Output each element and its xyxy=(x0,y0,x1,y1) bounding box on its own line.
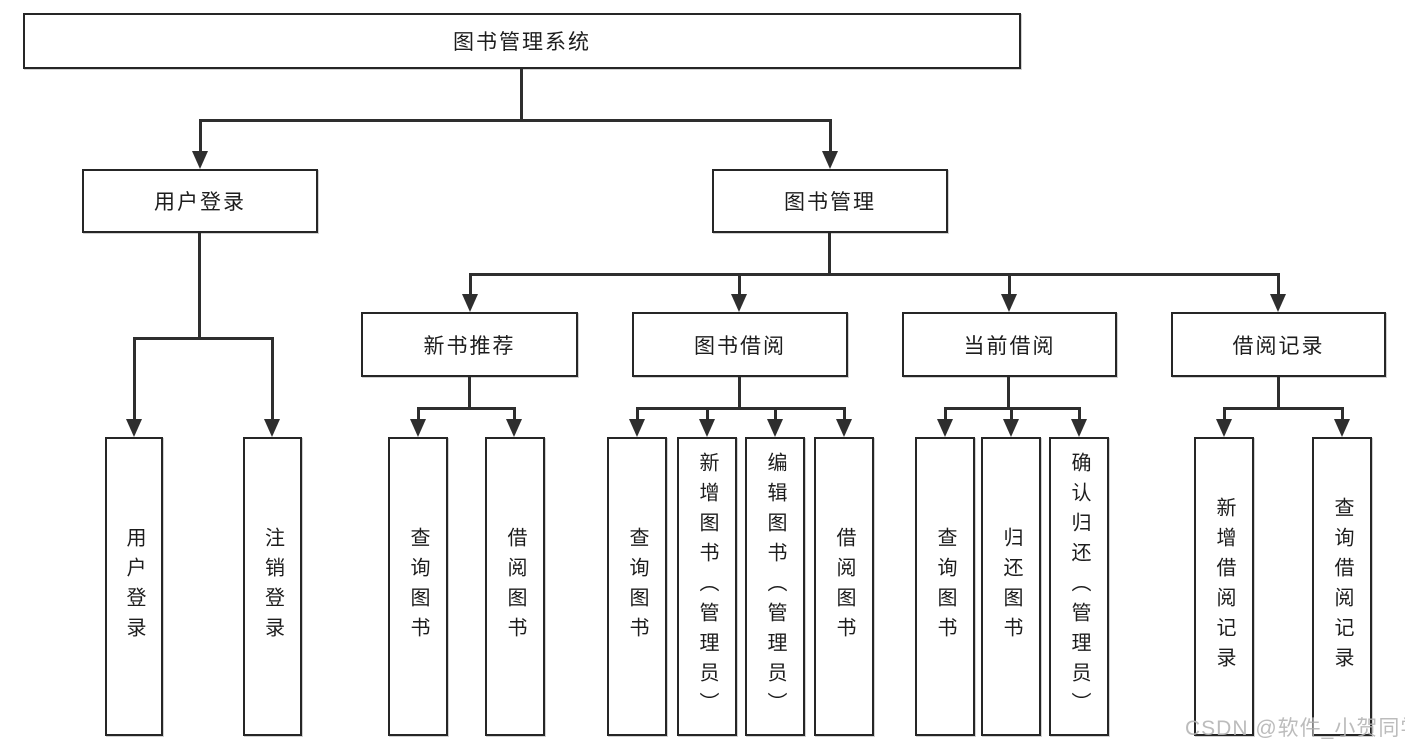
arrowhead-bb-query xyxy=(629,419,645,437)
leaf-bookborrow-borrow-books: 借阅图书 xyxy=(814,437,874,736)
leaf-bookborrow-edit-books-admin-label: 编辑图书（管理员） xyxy=(764,451,786,722)
leaf-record-query-borrow-record: 查询借阅记录 xyxy=(1312,437,1372,736)
leaf-record-add-borrow-record: 新增借阅记录 xyxy=(1194,437,1254,736)
connector-drop-bb-query xyxy=(636,407,639,419)
connector-drop-book-mgmt xyxy=(829,119,832,151)
arrowhead-cb-confirm xyxy=(1071,419,1087,437)
connector-borrow-record-rail xyxy=(1224,407,1343,410)
arrowhead-nb-borrow xyxy=(506,419,522,437)
arrowhead-leaf-logout xyxy=(264,419,280,437)
node-borrow-record: 借阅记录 xyxy=(1171,312,1386,377)
arrowhead-user-login xyxy=(192,151,208,169)
connector-current-borrow-stem xyxy=(1007,377,1010,407)
node-book-borrow: 图书借阅 xyxy=(632,312,848,377)
arrowhead-nb-query xyxy=(410,419,426,437)
node-book-mgmt-label: 图书管理 xyxy=(784,191,876,214)
leaf-logout-label: 注销登录 xyxy=(261,526,284,647)
leaf-newbook-query-books: 查询图书 xyxy=(388,437,448,736)
connector-drop-bb-add xyxy=(706,407,709,419)
leaf-newbook-query-books-label: 查询图书 xyxy=(407,526,429,647)
connector-book-mgmt-stem xyxy=(828,233,831,273)
leaf-record-query-borrow-record-label: 查询借阅记录 xyxy=(1331,496,1353,677)
leaf-bookborrow-query-books: 查询图书 xyxy=(607,437,667,736)
leaf-bookborrow-edit-books-admin: 编辑图书（管理员） xyxy=(745,437,805,736)
leaf-currentborrow-query-books-label: 查询图书 xyxy=(934,526,956,647)
leaf-user-login: 用户登录 xyxy=(105,437,163,736)
connector-drop-bb-edit xyxy=(774,407,777,419)
node-user-login: 用户登录 xyxy=(82,169,318,233)
node-book-mgmt: 图书管理 xyxy=(712,169,948,233)
connector-root-stem xyxy=(520,69,523,119)
arrowhead-new-book xyxy=(462,294,478,312)
connector-user-login-rail xyxy=(134,337,273,340)
connector-level3-rail xyxy=(469,273,1279,276)
connector-borrow-record-stem xyxy=(1277,377,1280,407)
arrowhead-bb-edit xyxy=(767,419,783,437)
node-root-label: 图书管理系统 xyxy=(453,31,591,54)
connector-user-login-stem xyxy=(198,233,201,337)
connector-drop-br-query xyxy=(1341,407,1344,419)
arrowhead-book-mgmt xyxy=(822,151,838,169)
arrowhead-bb-add xyxy=(699,419,715,437)
csdn-watermark: CSDN @软件_小贺同学 xyxy=(1185,717,1405,740)
leaf-currentborrow-query-books: 查询图书 xyxy=(915,437,975,736)
connector-book-borrow-stem xyxy=(738,377,741,407)
arrowhead-cb-return xyxy=(1003,419,1019,437)
connector-drop-user-login xyxy=(199,119,202,151)
arrowhead-cb-query xyxy=(937,419,953,437)
node-borrow-record-label: 借阅记录 xyxy=(1232,334,1325,358)
connector-drop-nb-borrow xyxy=(513,407,516,419)
arrowhead-book-borrow xyxy=(731,294,747,312)
node-new-book-recommend-label: 新书推荐 xyxy=(423,334,516,358)
connector-drop-cb-confirm xyxy=(1078,407,1081,419)
leaf-user-login-label: 用户登录 xyxy=(123,526,145,647)
connector-drop-new-book xyxy=(469,273,472,294)
leaf-currentborrow-confirm-return-admin: 确认归还（管理员） xyxy=(1049,437,1109,736)
connector-drop-bb-borrow xyxy=(843,407,846,419)
arrowhead-br-add xyxy=(1216,419,1232,437)
connector-drop-leaf-login xyxy=(133,337,136,419)
node-current-borrow: 当前借阅 xyxy=(902,312,1117,377)
connector-level2-rail xyxy=(199,119,831,122)
arrowhead-borrow-record xyxy=(1270,294,1286,312)
connector-drop-nb-query xyxy=(417,407,420,419)
arrowhead-leaf-login xyxy=(126,419,142,437)
connector-drop-borrow-record xyxy=(1277,273,1280,294)
node-user-login-label: 用户登录 xyxy=(154,191,246,214)
leaf-currentborrow-return-books-label: 归还图书 xyxy=(1000,526,1022,647)
connector-book-borrow-rail xyxy=(637,407,845,410)
arrowhead-current-borrow xyxy=(1001,294,1017,312)
node-book-borrow-label: 图书借阅 xyxy=(694,334,786,358)
connector-drop-leaf-logout xyxy=(271,337,274,419)
arrowhead-bb-borrow xyxy=(836,419,852,437)
leaf-currentborrow-confirm-return-admin-label: 确认归还（管理员） xyxy=(1068,451,1090,722)
connector-new-book-rail xyxy=(418,407,515,410)
leaf-newbook-borrow-books: 借阅图书 xyxy=(485,437,545,736)
connector-drop-current-borrow xyxy=(1008,273,1011,294)
arrowhead-br-query xyxy=(1334,419,1350,437)
leaf-logout: 注销登录 xyxy=(243,437,302,736)
connector-drop-cb-return xyxy=(1010,407,1013,419)
node-new-book-recommend: 新书推荐 xyxy=(361,312,578,377)
leaf-record-add-borrow-record-label: 新增借阅记录 xyxy=(1213,496,1235,677)
leaf-bookborrow-add-books-admin: 新增图书（管理员） xyxy=(677,437,737,736)
connector-drop-cb-query xyxy=(944,407,947,419)
node-root: 图书管理系统 xyxy=(23,13,1021,69)
leaf-bookborrow-add-books-admin-label: 新增图书（管理员） xyxy=(696,451,718,722)
connector-drop-br-add xyxy=(1223,407,1226,419)
leaf-bookborrow-borrow-books-label: 借阅图书 xyxy=(833,526,855,647)
connector-drop-book-borrow xyxy=(738,273,741,294)
leaf-currentborrow-return-books: 归还图书 xyxy=(981,437,1041,736)
leaf-bookborrow-query-books-label: 查询图书 xyxy=(626,526,648,647)
leaf-newbook-borrow-books-label: 借阅图书 xyxy=(504,526,526,647)
connector-new-book-stem xyxy=(468,377,471,407)
node-current-borrow-label: 当前借阅 xyxy=(963,334,1056,358)
